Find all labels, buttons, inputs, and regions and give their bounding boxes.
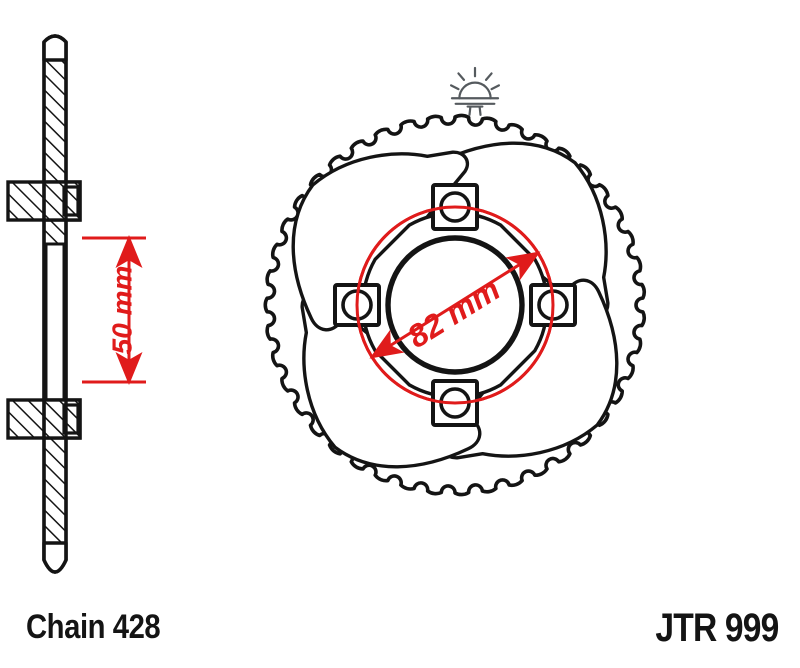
dimension-50mm: 50 mm xyxy=(82,235,146,385)
part-number-label: JTR 999 xyxy=(655,606,779,650)
dimension-label-50mm: 50 mm xyxy=(106,266,137,355)
dimension-line-82mm xyxy=(369,251,541,359)
cross-section-view xyxy=(6,34,82,574)
bolt-circle-pcd-overlay xyxy=(355,205,555,405)
rising-sun-logo xyxy=(449,66,501,116)
front-view: 82 mm xyxy=(263,66,647,497)
chain-size-label: Chain 428 xyxy=(26,608,161,646)
